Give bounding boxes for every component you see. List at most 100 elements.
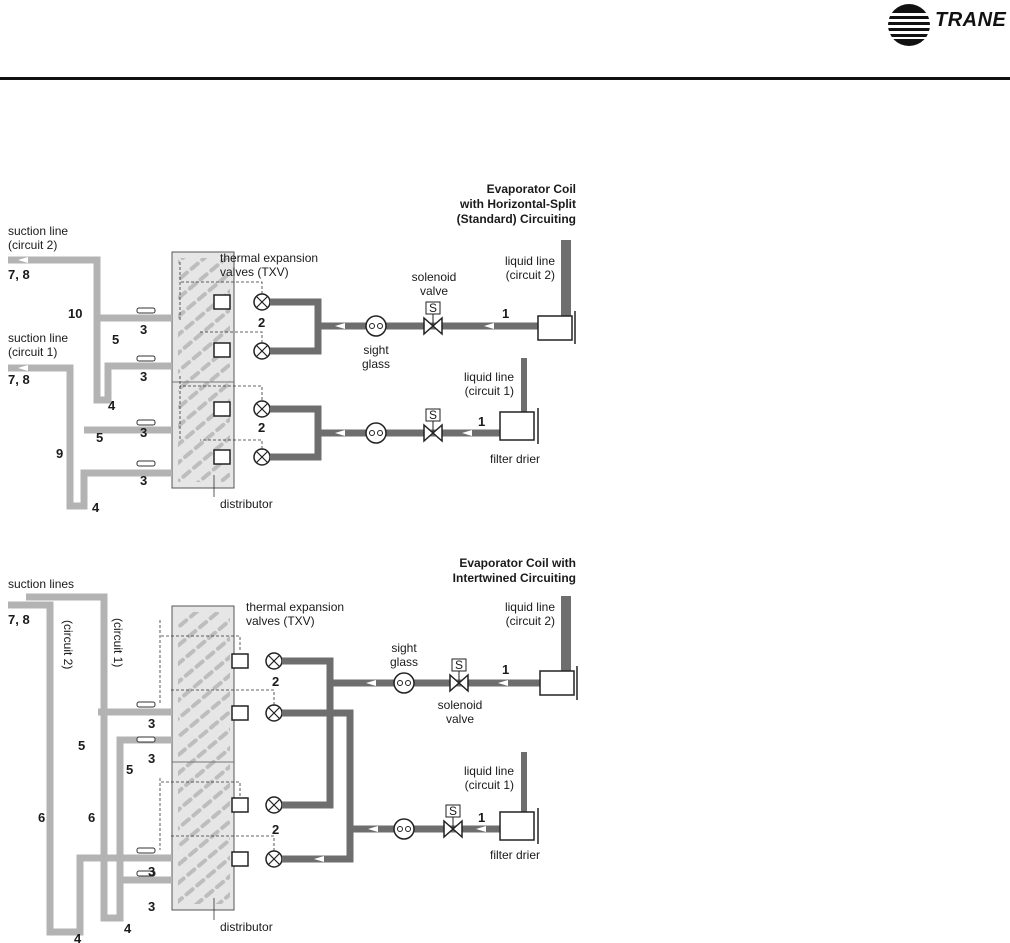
solenoid-valve-c1-bottom: [443, 804, 463, 839]
svg-text:5: 5: [96, 430, 103, 445]
svg-text:Evaporator Coil: Evaporator Coil: [487, 182, 576, 196]
sight-glass-c2-top: [365, 315, 387, 337]
label-circuit-2-vertical: (circuit 2): [61, 620, 75, 669]
solenoid-mark-c2-bottom: S: [455, 658, 463, 672]
label-txv-top: thermal expansion: [220, 251, 318, 265]
label-suction-c2-sub: (circuit 2): [8, 238, 57, 252]
sight-glass-c2-bottom: [393, 672, 415, 694]
liquid-header-c1-top: [270, 405, 322, 461]
svg-text:5: 5: [78, 738, 85, 753]
label-liquid-c1-bottom: liquid line: [464, 764, 514, 778]
label-circuit-1-vertical: (circuit 1): [111, 618, 125, 667]
solenoid-valve-c2-top: [423, 301, 443, 336]
suction-line-circuit-1-bottom: [26, 593, 172, 922]
suction-line-circuit-2-bottom: [8, 601, 172, 936]
label-suction-c1-sub: (circuit 1): [8, 345, 57, 359]
label-sight-glass-top-sub: glass: [362, 357, 390, 371]
brand-logo: [883, 3, 1005, 49]
liquid-header-c2-bottom: [282, 657, 334, 809]
svg-text:3: 3: [148, 751, 155, 766]
callout-numbers-top: 7, 8 7, 8 10 9 5 5 3 3 3 3 4 4 2 2 1 1: [8, 267, 509, 515]
title-top: Evaporator Coil with Horizontal-Split (S…: [457, 182, 576, 226]
svg-text:3: 3: [140, 322, 147, 337]
svg-text:7, 8: 7, 8: [8, 267, 30, 282]
label-sight-glass-bottom-sub: glass: [390, 655, 418, 669]
svg-text:9: 9: [56, 446, 63, 461]
solenoid-mark-c1-top: S: [429, 408, 437, 422]
label-filter-drier-top: filter drier: [490, 452, 540, 466]
label-suction-c1: suction line: [8, 331, 68, 345]
svg-text:4: 4: [92, 500, 100, 515]
label-liquid-c2-top: liquid line: [505, 254, 555, 268]
label-liquid-c2-bottom: liquid line: [505, 600, 555, 614]
solenoid-valve-c2-bottom: [449, 658, 469, 693]
filter-drier-c1-top: [499, 411, 535, 441]
svg-text:4: 4: [74, 931, 82, 943]
label-solenoid-top-sub: valve: [420, 284, 448, 298]
svg-text:6: 6: [88, 810, 95, 825]
title-bottom: Evaporator Coil with Intertwined Circuit…: [453, 556, 576, 585]
label-solenoid-bottom-sub: valve: [446, 712, 474, 726]
svg-text:3: 3: [140, 369, 147, 384]
label-liquid-c1-top: liquid line: [464, 370, 514, 384]
svg-text:1: 1: [502, 662, 509, 677]
svg-text:3: 3: [148, 864, 155, 879]
solenoid-valve-c1-top: [423, 408, 443, 443]
svg-text:Intertwined Circuiting: Intertwined Circuiting: [453, 571, 576, 585]
svg-text:3: 3: [148, 716, 155, 731]
coil-fins-bottom: [178, 612, 230, 904]
label-txv-top-sub: valves (TXV): [220, 265, 289, 279]
filter-drier-c2-top: [537, 315, 573, 341]
label-distributor-top: distributor: [220, 497, 273, 511]
brand-logo-text: TRANE: [935, 9, 1007, 31]
svg-text:3: 3: [140, 473, 147, 488]
coil-fins-top: [178, 258, 230, 482]
svg-text:2: 2: [272, 822, 279, 837]
header-divider: [0, 77, 1010, 80]
liquid-header-c1-bottom: [282, 709, 354, 863]
label-suction-lines: suction lines: [8, 577, 74, 591]
svg-text:6: 6: [38, 810, 45, 825]
label-liquid-c2-top-sub: (circuit 2): [506, 268, 555, 282]
label-sight-glass-top: sight: [363, 343, 389, 357]
suction-line-circuit-1-top: [8, 364, 172, 510]
label-distributor-bottom: distributor: [220, 920, 273, 934]
label-liquid-c1-bottom-sub: (circuit 1): [465, 778, 514, 792]
svg-text:2: 2: [258, 315, 265, 330]
svg-text:(Standard) Circuiting: (Standard) Circuiting: [457, 212, 576, 226]
diagram-horizontal-split: Evaporator Coil with Horizontal-Split (S…: [8, 182, 576, 515]
svg-text:4: 4: [108, 398, 116, 413]
trane-globe-icon: [886, 4, 932, 46]
label-suction-c2: suction line: [8, 224, 68, 238]
svg-text:Evaporator Coil with: Evaporator Coil with: [459, 556, 576, 570]
label-filter-drier-bottom: filter drier: [490, 848, 540, 862]
svg-text:5: 5: [126, 762, 133, 777]
diagram-intertwined: Evaporator Coil with Intertwined Circuit…: [8, 556, 578, 943]
filter-drier-c2-bottom: [539, 670, 575, 696]
label-liquid-c2-bottom-sub: (circuit 2): [506, 614, 555, 628]
label-txv-bottom-sub: valves (TXV): [246, 614, 315, 628]
label-sight-glass-bottom: sight: [391, 641, 417, 655]
svg-text:5: 5: [112, 332, 119, 347]
solenoid-mark-c2-top: S: [429, 301, 437, 315]
callout-numbers-bottom: 7, 8 6 6 5 5 3 3 3 3 4 4 2 2 1 1: [8, 612, 509, 943]
label-txv-bottom: thermal expansion: [246, 600, 344, 614]
svg-text:2: 2: [258, 420, 265, 435]
label-liquid-c1-top-sub: (circuit 1): [465, 384, 514, 398]
svg-text:7, 8: 7, 8: [8, 372, 30, 387]
label-solenoid-bottom: solenoid: [438, 698, 483, 712]
svg-text:7, 8: 7, 8: [8, 612, 30, 627]
svg-text:10: 10: [68, 306, 82, 321]
sight-glass-c1-top: [365, 422, 387, 444]
sight-glass-c1-bottom: [393, 818, 415, 840]
label-solenoid-top: solenoid: [412, 270, 457, 284]
filter-drier-c1-bottom: [499, 811, 535, 841]
svg-text:3: 3: [148, 899, 155, 914]
page-header: TRANE: [0, 0, 1010, 82]
svg-text:1: 1: [478, 414, 485, 429]
svg-text:with Horizontal-Split: with Horizontal-Split: [459, 197, 576, 211]
suction-line-circuit-2-top: [8, 256, 172, 404]
solenoid-mark-c1-bottom: S: [449, 804, 457, 818]
svg-text:4: 4: [124, 921, 132, 936]
